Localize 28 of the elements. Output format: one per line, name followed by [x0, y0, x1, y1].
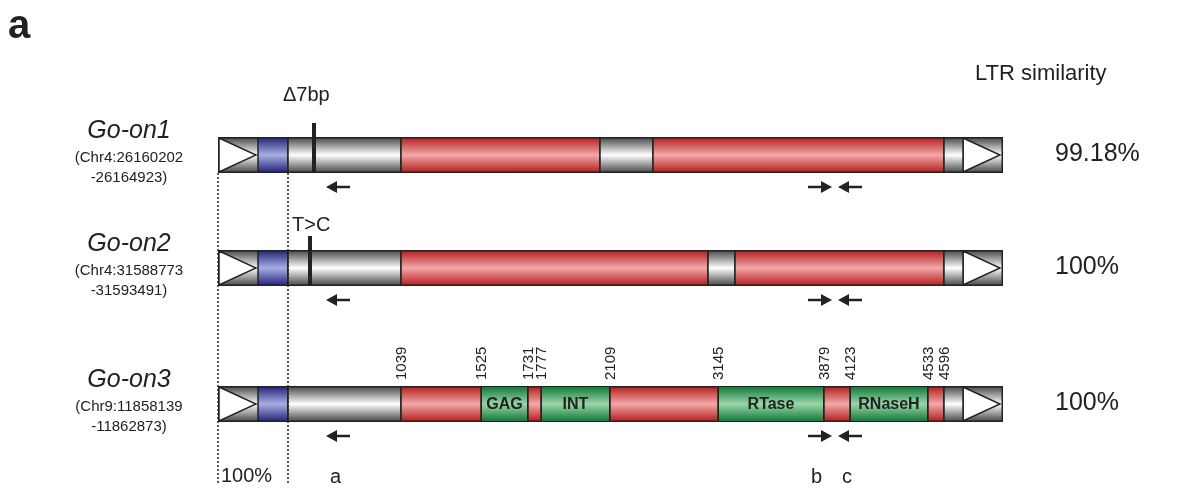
position-number: 3879	[815, 346, 832, 380]
position-number: 1525	[472, 346, 489, 380]
protein-domain-box: RTase	[718, 386, 824, 422]
mutation-label: T>C	[292, 213, 331, 236]
similarity-value: 100%	[1055, 251, 1119, 280]
similarity-value: 100%	[1055, 387, 1119, 416]
primer-label: b	[811, 465, 823, 488]
position-number: 3145	[709, 346, 726, 380]
element-name: Go-on2	[86, 228, 172, 257]
protein-domain-box: GAG	[481, 386, 528, 422]
coordinates-text: (Chr4:26160202 -26164923)	[73, 147, 185, 187]
panel-letter: a	[8, 2, 31, 47]
element-name: Go-on3	[86, 364, 172, 393]
protein-domain-box: RNaseH	[850, 386, 928, 422]
coordinates-text: (Chr4:31588773 -31593491)	[73, 260, 185, 300]
mutation-label: Δ7bp	[283, 83, 330, 106]
protein-domain-box: INT	[541, 386, 610, 422]
position-number: 4533	[919, 346, 936, 380]
primer-label: c	[842, 465, 852, 488]
similarity-value: 99.18%	[1055, 138, 1140, 167]
heading-text: LTR similarity	[975, 60, 1107, 86]
position-number: 4123	[841, 346, 858, 380]
coordinates-text: (Chr9:11858139 -11862873)	[74, 396, 184, 436]
element-name: Go-on1	[86, 115, 172, 144]
position-number: 4596	[935, 346, 952, 380]
position-number: 2109	[601, 346, 618, 380]
primer-label: a	[330, 465, 342, 488]
position-number: 1039	[392, 346, 409, 380]
